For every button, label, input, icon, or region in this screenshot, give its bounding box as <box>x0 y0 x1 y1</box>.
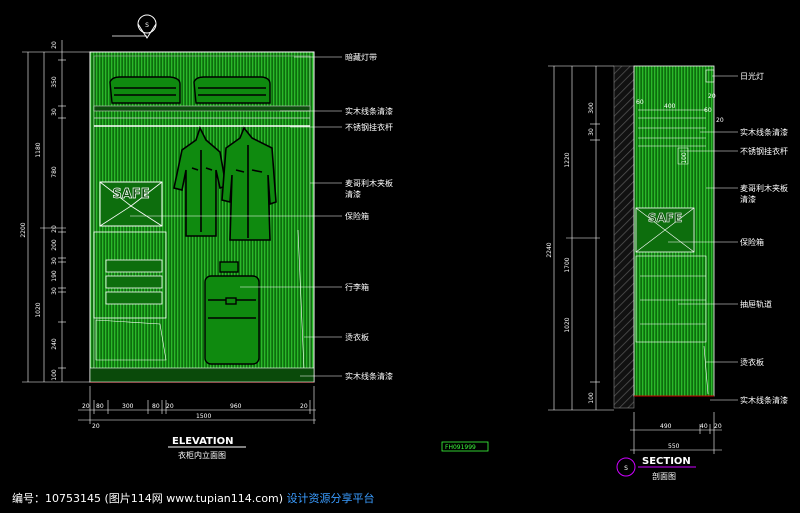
svg-text:抽屉轨道: 抽屉轨道 <box>740 299 772 309</box>
svg-text:S: S <box>624 465 628 472</box>
svg-text:40: 40 <box>700 423 708 430</box>
svg-text:20: 20 <box>166 403 174 410</box>
safe-box: SAFE <box>99 181 163 227</box>
label-varnish: 清漆 <box>345 189 361 199</box>
svg-text:400: 400 <box>664 103 676 110</box>
svg-text:烫衣板: 烫衣板 <box>740 357 764 367</box>
label-luggage: 行李箱 <box>345 282 369 292</box>
svg-text:100: 100 <box>588 392 595 404</box>
elevation-subtitle: 衣柜内立面图 <box>178 450 226 460</box>
svg-text:350: 350 <box>51 76 58 88</box>
svg-text:780: 780 <box>51 166 58 178</box>
svg-text:FH091999: FH091999 <box>445 444 476 451</box>
hanging-coats <box>173 125 277 241</box>
svg-text:20: 20 <box>51 41 58 49</box>
svg-text:80: 80 <box>152 403 160 410</box>
svg-text:20: 20 <box>708 93 716 100</box>
svg-text:1700: 1700 <box>564 257 571 272</box>
svg-text:30: 30 <box>588 128 595 136</box>
svg-text:1500: 1500 <box>196 413 211 420</box>
section-view: 60 400 20 60 20 100 SAFE <box>546 65 788 481</box>
svg-text:保险箱: 保险箱 <box>740 237 764 247</box>
section-subtitle: 剖面图 <box>652 471 676 481</box>
label-ironing-board: 烫衣板 <box>345 332 369 342</box>
dim-2200: 2200 <box>20 222 27 237</box>
top-shelf <box>93 105 311 112</box>
svg-text:30: 30 <box>51 257 58 265</box>
svg-text:960: 960 <box>230 403 242 410</box>
section-marker-top: S <box>112 14 157 39</box>
svg-text:20: 20 <box>82 403 90 410</box>
svg-text:300: 300 <box>588 102 595 114</box>
svg-text:清漆: 清漆 <box>740 194 756 204</box>
folded-clothes <box>109 76 271 104</box>
svg-text:S: S <box>145 22 149 29</box>
svg-text:20: 20 <box>51 225 58 233</box>
dim-1020: 1020 <box>35 302 42 317</box>
svg-text:30: 30 <box>51 108 58 116</box>
svg-text:1020: 1020 <box>564 317 571 332</box>
footer-id: 编号：10753145 (图片114网 www.tupian114.com) <box>12 492 284 505</box>
svg-text:麦哥利木夹板: 麦哥利木夹板 <box>740 183 788 193</box>
label-safe: 保险箱 <box>345 211 369 221</box>
svg-text:30: 30 <box>51 287 58 295</box>
section-safe-box: SAFE <box>635 207 695 253</box>
svg-text:实木线条清漆: 实木线条清漆 <box>740 127 788 137</box>
svg-text:300: 300 <box>122 403 134 410</box>
footer-link[interactable]: 设计资源分享平台 <box>286 492 375 505</box>
svg-text:490: 490 <box>660 423 672 430</box>
safe-label: SAFE <box>112 187 149 202</box>
svg-text:日光灯: 日光灯 <box>740 71 764 81</box>
svg-text:550: 550 <box>668 443 680 450</box>
label-veneer: 麦哥利木夹板 <box>345 178 393 188</box>
label-steel-rod: 不锈钢挂衣杆 <box>345 122 393 132</box>
wall-hatch <box>613 65 635 409</box>
ironing-board <box>297 229 305 371</box>
svg-text:实木线条清漆: 实木线条清漆 <box>740 395 788 405</box>
svg-text:200: 200 <box>51 239 58 251</box>
svg-text:SAFE: SAFE <box>648 211 682 225</box>
svg-text:100: 100 <box>51 369 58 381</box>
elevation-view: SAFE S <box>20 14 393 460</box>
svg-text:1220: 1220 <box>564 152 571 167</box>
svg-text:60: 60 <box>704 107 712 114</box>
label-wood-trim-bottom: 实木线条清漆 <box>345 371 393 381</box>
svg-text:2240: 2240 <box>546 242 553 257</box>
elevation-title: ELEVATION <box>172 436 233 447</box>
svg-text:20: 20 <box>300 403 308 410</box>
suitcase <box>204 261 260 365</box>
svg-text:不锈钢挂衣杆: 不锈钢挂衣杆 <box>740 146 788 156</box>
section-drawers <box>635 255 709 395</box>
drawing-stamp: FH091999 <box>441 441 489 452</box>
label-wood-trim: 实木线条清漆 <box>345 106 393 116</box>
section-title: SECTION <box>642 456 691 467</box>
footer: 编号：10753145 (图片114网 www.tupian114.com) 设… <box>12 490 375 506</box>
dim-1180: 1180 <box>35 142 42 157</box>
drawer-unit <box>93 231 167 361</box>
svg-text:100: 100 <box>681 152 688 164</box>
svg-text:20: 20 <box>92 423 100 430</box>
svg-text:240: 240 <box>51 338 58 350</box>
shelf-detail <box>638 109 706 165</box>
svg-text:80: 80 <box>96 403 104 410</box>
svg-text:20: 20 <box>714 423 722 430</box>
svg-text:190: 190 <box>51 270 58 282</box>
label-hidden-light: 暗藏灯带 <box>345 52 377 62</box>
section-marker: S <box>616 457 636 477</box>
svg-text:60: 60 <box>636 99 644 106</box>
svg-text:20: 20 <box>716 117 724 124</box>
